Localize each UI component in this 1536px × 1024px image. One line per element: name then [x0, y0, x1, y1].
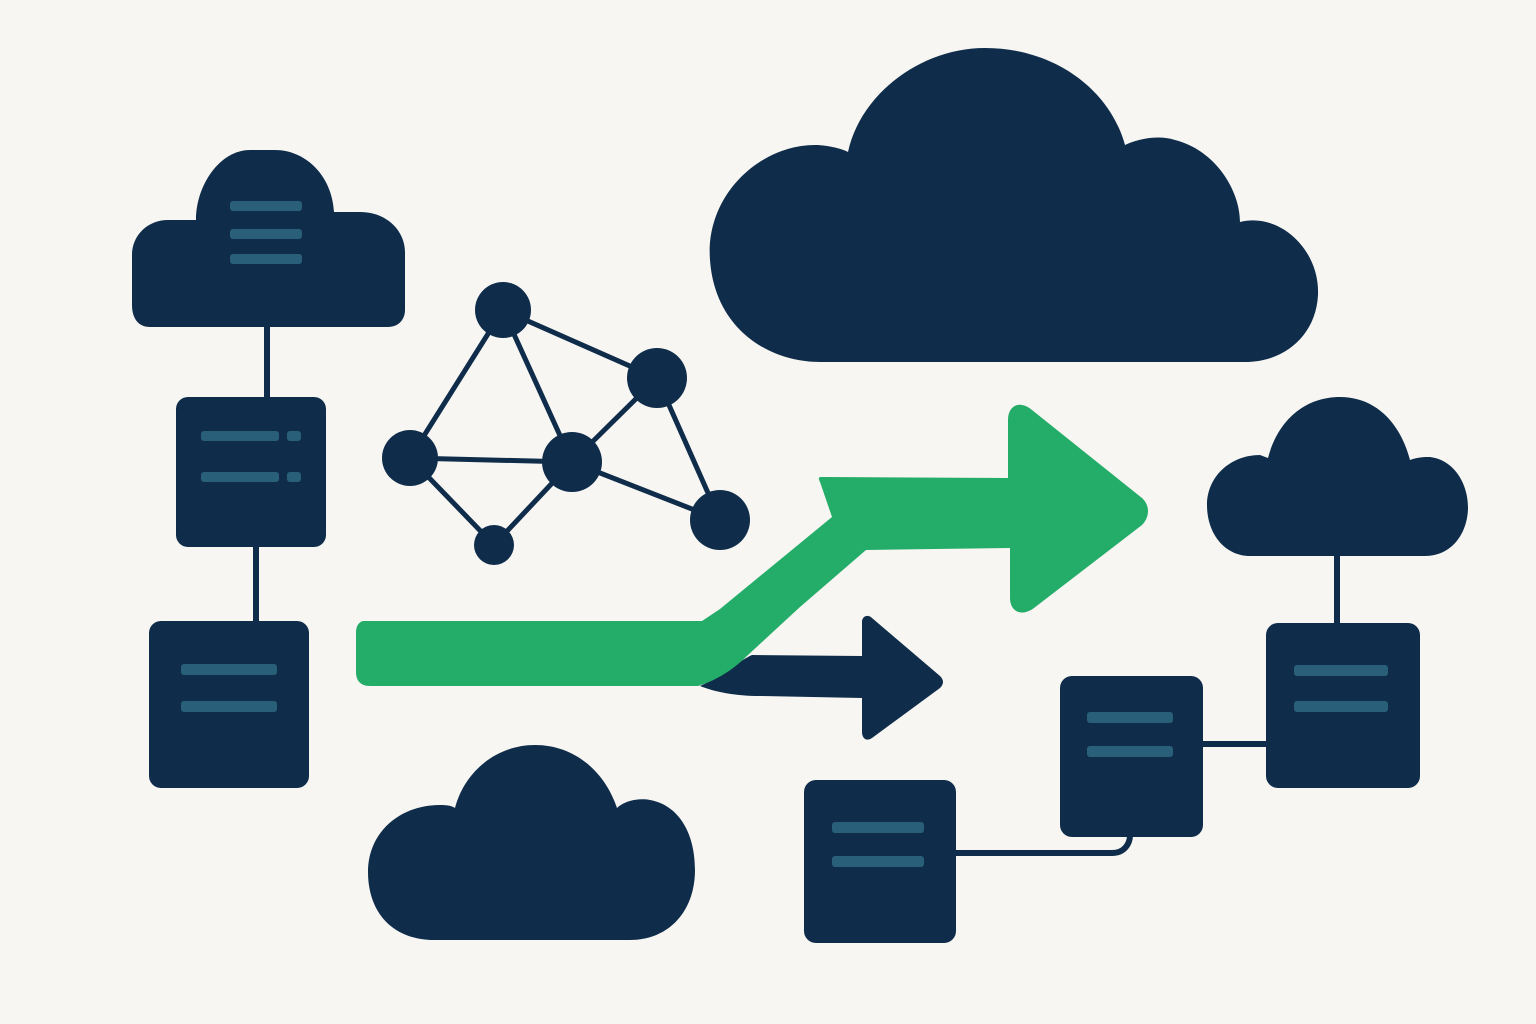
slot-line: [1294, 665, 1388, 676]
slot-line: [230, 201, 302, 211]
server-right: [1266, 623, 1420, 788]
migration-arrow: [356, 404, 1148, 686]
slot-line: [1087, 746, 1173, 757]
slot-line: [201, 472, 279, 482]
slot-line: [181, 701, 277, 712]
green-arrow-icon: [356, 404, 1148, 686]
slot-line: [201, 431, 279, 441]
graph-node: [627, 348, 687, 408]
graph-edge: [407, 307, 506, 461]
slot-line: [181, 664, 277, 675]
dark-arrow-icon: [700, 615, 943, 740]
graph-node: [382, 430, 438, 486]
cloud-right: [1207, 397, 1468, 556]
slot-line: [1087, 712, 1173, 723]
cloud-large-top: [709, 48, 1319, 362]
cloud-bottom: [368, 745, 695, 940]
graph-node: [474, 525, 514, 565]
graph-node: [542, 432, 602, 492]
cloud-icon: [368, 745, 695, 940]
cloud-icon: [709, 48, 1319, 362]
network-graph: [382, 282, 750, 565]
cloud-server-topleft: [132, 150, 405, 327]
cloud-icon: [1207, 397, 1468, 556]
slot-line: [230, 229, 302, 239]
secondary-arrow: [700, 615, 943, 740]
slot-line: [287, 431, 301, 441]
graph-node: [475, 282, 531, 338]
server-left-middle: [176, 397, 326, 547]
network-graph-icon: [382, 282, 750, 565]
slot-line: [832, 856, 924, 867]
server-left-bottom: [149, 621, 309, 788]
server-mid-right: [1060, 676, 1203, 837]
slot-line: [1294, 701, 1388, 712]
graph-node: [690, 490, 750, 550]
slot-line: [832, 822, 924, 833]
slot-line: [287, 472, 301, 482]
connector-line: [952, 832, 1133, 856]
slot-line: [230, 254, 302, 264]
server-bottom-center: [804, 780, 956, 943]
